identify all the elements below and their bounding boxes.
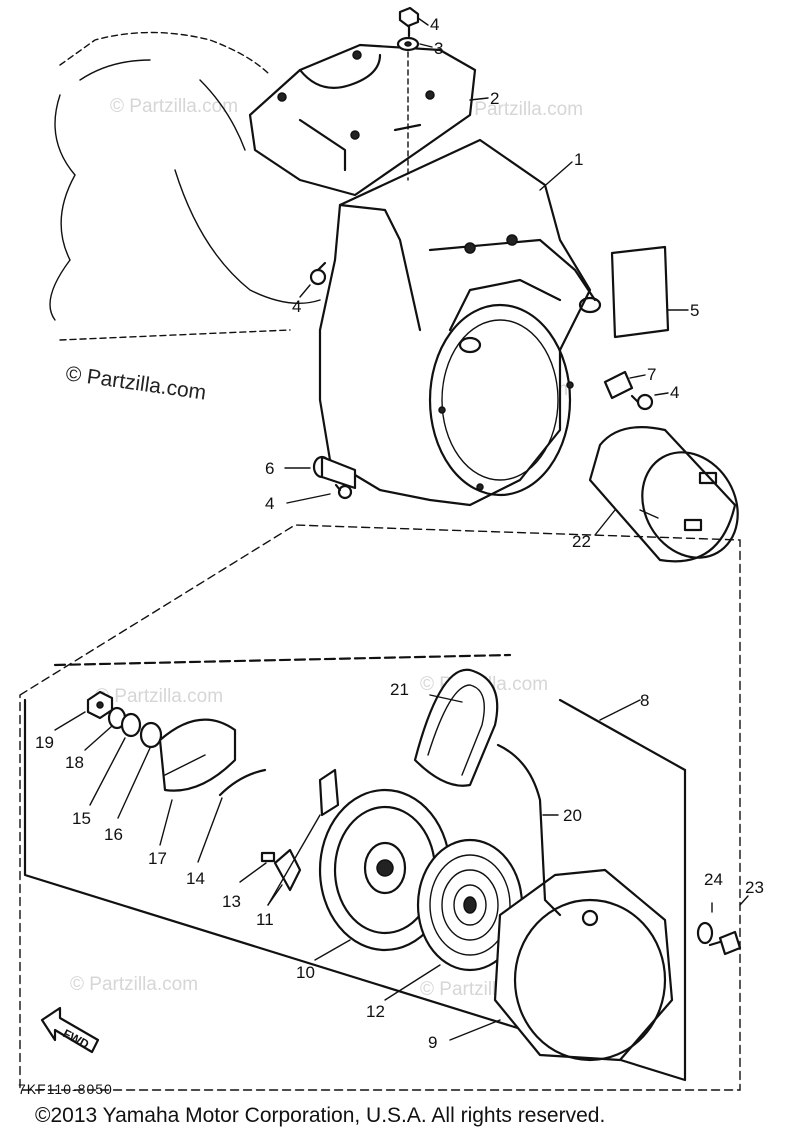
callout-6: 6 bbox=[265, 459, 274, 478]
callout-19: 19 bbox=[35, 733, 54, 752]
bolt-bottom bbox=[334, 483, 353, 500]
callout-21: 21 bbox=[390, 680, 409, 699]
washer-small bbox=[696, 921, 714, 945]
callout-20: 20 bbox=[563, 806, 582, 825]
starter-rope bbox=[496, 743, 562, 917]
callout-5: 5 bbox=[690, 301, 699, 320]
partzilla-watermark: © Partzilla.com bbox=[64, 362, 207, 404]
return-spring bbox=[218, 768, 267, 797]
clip bbox=[603, 370, 634, 400]
callout-15: 15 bbox=[72, 809, 91, 828]
callout-7: 7 bbox=[647, 365, 656, 384]
watermark-main: © Partzilla.com bbox=[64, 362, 207, 404]
spiral-spring bbox=[416, 838, 524, 972]
pawl-second bbox=[318, 768, 340, 817]
callout-17: 17 bbox=[148, 849, 167, 868]
pawl-pin bbox=[260, 851, 276, 863]
bolt-left bbox=[309, 261, 327, 286]
fwd-arrow-icon: FWD bbox=[40, 1006, 100, 1054]
bolt-right bbox=[630, 393, 654, 411]
callout-1: 1 bbox=[574, 150, 583, 169]
case-bolt bbox=[708, 930, 742, 956]
watermark-faint: © Partzilla.com bbox=[110, 96, 238, 117]
guide-bracket bbox=[312, 455, 357, 490]
callout-22: 22 bbox=[572, 532, 591, 551]
watermark-faint: © Partzilla.com bbox=[455, 99, 583, 120]
callout-23: 23 bbox=[745, 878, 764, 897]
starter-case bbox=[493, 868, 674, 1062]
leader-lines bbox=[54, 17, 749, 1041]
gasket-plate bbox=[610, 245, 670, 339]
callout-4-top: 4 bbox=[430, 15, 439, 34]
callout-14: 14 bbox=[186, 869, 205, 888]
nut bbox=[86, 690, 114, 720]
callout-4-right: 4 bbox=[670, 383, 679, 402]
callout-11: 11 bbox=[256, 910, 274, 929]
plain-washer bbox=[139, 721, 163, 749]
starter-cup bbox=[588, 426, 739, 563]
callout-16: 16 bbox=[104, 825, 123, 844]
drawing-code: 7KF110-8050 bbox=[18, 1081, 113, 1097]
callout-4-left: 4 bbox=[292, 297, 301, 316]
watermark-faint: © Partzilla.com bbox=[95, 686, 223, 707]
callout-9: 9 bbox=[428, 1033, 437, 1052]
callout-24: 24 bbox=[704, 870, 723, 889]
callout-12: 12 bbox=[366, 1002, 385, 1021]
drive-plate bbox=[158, 718, 237, 792]
bolt-top bbox=[398, 6, 420, 38]
engine-outline bbox=[49, 31, 321, 341]
callout-4-bottom: 4 bbox=[265, 494, 274, 513]
callout-13: 13 bbox=[222, 892, 241, 911]
callout-18: 18 bbox=[65, 753, 84, 772]
callout-10: 10 bbox=[296, 963, 315, 982]
callout-2: 2 bbox=[490, 89, 499, 108]
callout-3: 3 bbox=[434, 39, 443, 58]
watermark-faint: © Partzilla.com bbox=[70, 974, 198, 995]
washer-top bbox=[396, 36, 420, 52]
callout-labels: 4 3 2 1 5 4 7 4 6 4 22 8 21 20 24 23 19 … bbox=[35, 15, 764, 1052]
callout-8: 8 bbox=[640, 691, 649, 710]
starter-handle bbox=[413, 668, 499, 787]
assembly-box bbox=[19, 524, 741, 1091]
copyright-notice: ©2013 Yamaha Motor Corporation, U.S.A. A… bbox=[35, 1104, 605, 1127]
fan-shroud bbox=[318, 138, 602, 507]
washer bbox=[120, 712, 142, 738]
